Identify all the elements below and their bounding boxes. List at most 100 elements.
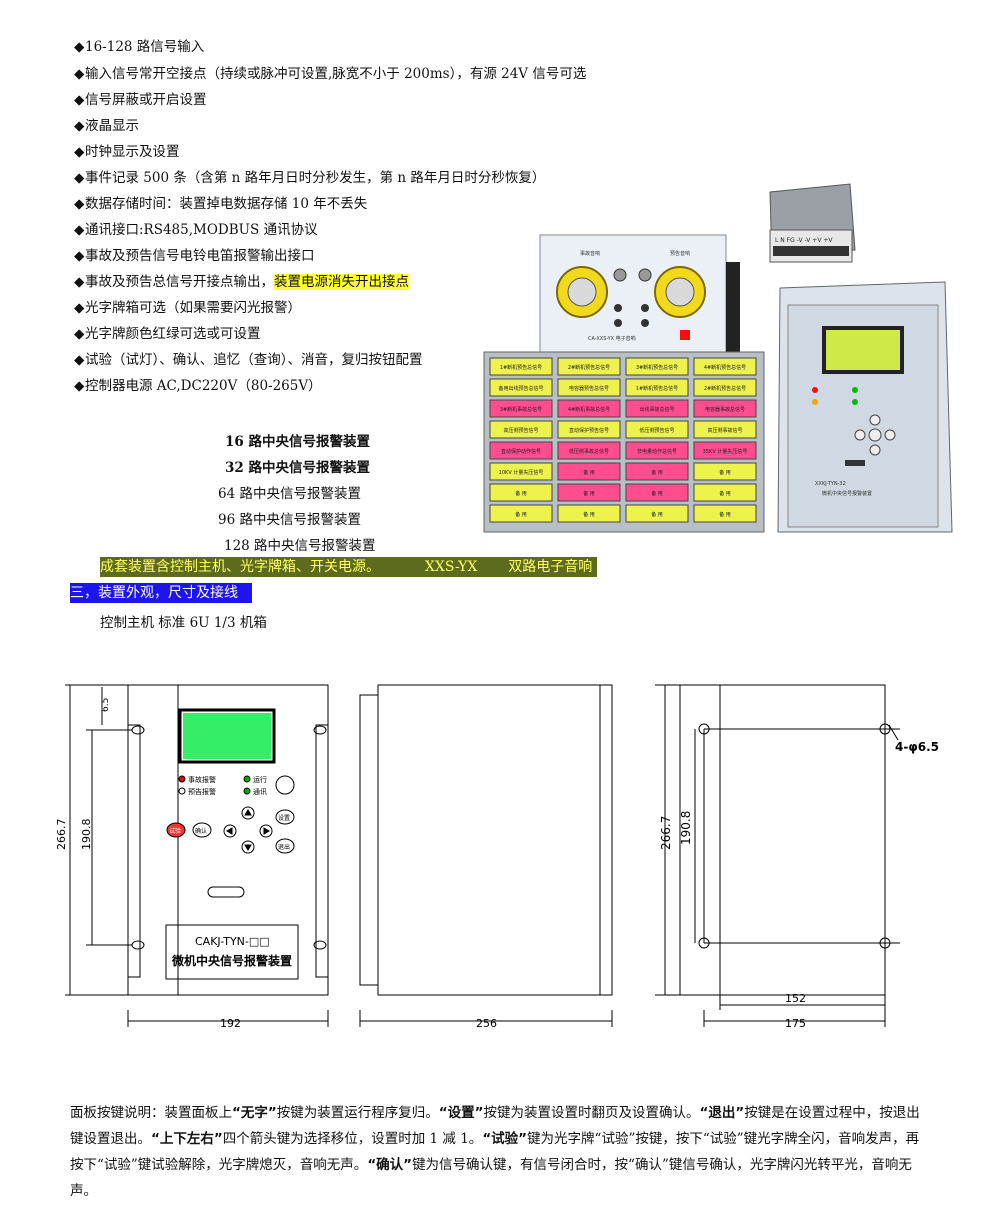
- product-item: 32 路中央信号报警装置: [225, 460, 370, 476]
- product-item: 128 路中央信号报警装置: [224, 538, 376, 554]
- led-comm-label: 通讯: [253, 787, 267, 796]
- dim-height-total: 266.7: [55, 819, 68, 851]
- front-view: 事故报警 预告报警 运行 通讯 试验 确认 设置 退出 CAKJ-TYN-□□ …: [55, 684, 329, 1030]
- lamp-cell: [693, 357, 757, 376]
- bullet-diamond-icon: ◆: [74, 170, 85, 186]
- lamp-label: 出线事故总信号: [639, 406, 674, 413]
- lamp-label: 3#断机事故总信号: [500, 406, 542, 413]
- lamp-cell: [557, 420, 621, 439]
- led-run-label: 运行: [253, 775, 267, 784]
- bullet-diamond-icon: ◆: [74, 300, 85, 316]
- led-warn-label: 预告报警: [188, 787, 216, 796]
- psu-terminal-label: L N FG -V -V +V +V: [775, 237, 833, 244]
- lamp-cell: [625, 441, 689, 460]
- lamp-label: 高压侧事故信号: [707, 427, 742, 434]
- lamp-cell: [625, 378, 689, 397]
- lamp-cell: [625, 504, 689, 523]
- dim-height-total-rear: 266.7: [659, 816, 673, 850]
- btn-exit-label: 退出: [278, 843, 290, 851]
- dimension-drawing: 事故报警 预告报警 运行 通讯 试验 确认 设置 退出 CAKJ-TYN-□□ …: [40, 665, 960, 1035]
- lamp-cell: [557, 504, 621, 523]
- lamp-cell: [489, 420, 553, 439]
- dim-hole-spacing-rear: 190.8: [679, 811, 693, 845]
- feature-item: ◆信号屏蔽或开启设置: [74, 92, 207, 108]
- lamp-label: 备 用: [719, 469, 731, 476]
- lamp-cell: [489, 399, 553, 418]
- lamp-cell: [489, 483, 553, 502]
- sound-box: 事故音响 预告音响 CA-XXS-YX 电子音响: [539, 234, 740, 358]
- lamp-label: 备 用: [651, 469, 663, 476]
- lamp-label: 备用出线预告总信号: [498, 385, 543, 392]
- lamp-cell: [625, 462, 689, 481]
- bullet-diamond-icon: ◆: [74, 326, 85, 342]
- feature-item: ◆光字牌颜色红绿可选或可设置: [74, 326, 261, 342]
- feature-item: ◆光字牌箱可选（如果需要闪光报警）: [74, 300, 301, 316]
- lamp-cell: [489, 462, 553, 481]
- lamp-cell: [557, 483, 621, 502]
- lamp-cell: [625, 483, 689, 502]
- feature-item: ◆液晶显示: [74, 118, 139, 134]
- lamp-cell: [693, 378, 757, 397]
- lamp-cell: [625, 399, 689, 418]
- lamp-label: 电容器事故总信号: [705, 406, 745, 413]
- dim-depth: 256: [476, 1017, 497, 1030]
- feature-highlight: 装置电源消失开出接点: [274, 274, 409, 290]
- chassis-note: 控制主机 标准 6U 1/3 机箱: [100, 615, 267, 631]
- lamp-cell: [625, 420, 689, 439]
- lamp-label: 直动保护预告信号: [569, 427, 609, 434]
- sound-box-right-label: 预告音响: [670, 250, 690, 257]
- lamp-label: 2#断机预告总信号: [704, 385, 746, 392]
- dim-width-rear: 175: [785, 1017, 806, 1030]
- lamp-cell: [693, 399, 757, 418]
- feature-item: ◆通讯接口:RS485,MODBUS 通讯协议: [74, 222, 318, 238]
- lamp-cell: [693, 462, 757, 481]
- feature-item: ◆输入信号常开空接点（持续或脉冲可设置,脉宽不小于 200ms），有源 24V …: [74, 66, 587, 82]
- lamp-cell: [693, 483, 757, 502]
- feature-item: ◆时钟显示及设置: [74, 144, 180, 160]
- lamp-label: 直动保护动作信号: [501, 448, 541, 455]
- bullet-diamond-icon: ◆: [74, 196, 85, 212]
- lamp-cell: [557, 378, 621, 397]
- bullet-diamond-icon: ◆: [74, 92, 85, 108]
- controller-name-label: 微机中央信号报警装置: [822, 490, 872, 497]
- sound-box-model-label: CA-XXS-YX 电子音响: [588, 335, 636, 342]
- side-view: 256: [359, 684, 613, 1030]
- lamp-label: 非电量动作总信号: [637, 448, 677, 455]
- feature-item: ◆事故及预告信号电铃电笛报警输出接口: [74, 248, 315, 264]
- lamp-cell: [557, 357, 621, 376]
- dim-hole-spacing: 190.8: [80, 819, 93, 851]
- package-banner: 成套装置含控制主机、光字牌箱、开关电源。 XXS-YX 双路电子音响: [100, 557, 597, 577]
- bullet-diamond-icon: ◆: [74, 66, 85, 82]
- bullet-diamond-icon: ◆: [74, 248, 85, 264]
- lamp-label: 备 用: [651, 490, 663, 497]
- lamp-label: 2#断机预告总信号: [568, 364, 610, 371]
- bullet-diamond-icon: ◆: [74, 378, 85, 394]
- lamp-label: 备 用: [515, 511, 527, 518]
- bullet-diamond-icon: ◆: [74, 118, 85, 134]
- lamp-cell: [693, 420, 757, 439]
- lamp-label: 35KV 计量失压信号: [703, 448, 748, 455]
- sound-box-left-label: 事故音响: [580, 250, 600, 257]
- lamp-cell: [557, 462, 621, 481]
- btn-set-label: 设置: [278, 814, 290, 822]
- product-item: 64 路中央信号报警装置: [218, 486, 361, 502]
- controller-unit: XXKJ-TYN-32 微机中央信号报警装置: [777, 281, 953, 533]
- lamp-label: 1#断机预告总信号: [500, 364, 542, 371]
- lamp-cell: [557, 441, 621, 460]
- bullet-diamond-icon: ◆: [74, 144, 85, 160]
- dim-width-front: 192: [220, 1017, 241, 1030]
- lamp-cell: [489, 441, 553, 460]
- lamp-cell: [489, 378, 553, 397]
- mounting-view: 266.7 190.8 4-φ6.5 152 175: [655, 684, 939, 1030]
- lamp-label: 备 用: [719, 511, 731, 518]
- lamp-label: 备 用: [583, 469, 595, 476]
- feature-item: ◆试验（试灯）、确认、追忆（查询）、消音，复归按钮配置: [74, 352, 423, 368]
- bullet-diamond-icon: ◆: [74, 39, 85, 55]
- product-photo: L N FG -V -V +V +V 事故音响 预告音响 CA-XXS-YX 电…: [470, 180, 960, 535]
- feature-item: ◆控制器电源 AC,DC220V（80-265V）: [74, 378, 322, 394]
- lamp-cell: [693, 441, 757, 460]
- lamp-cell: [693, 504, 757, 523]
- bullet-diamond-icon: ◆: [74, 274, 85, 290]
- lamp-label: 备 用: [651, 511, 663, 518]
